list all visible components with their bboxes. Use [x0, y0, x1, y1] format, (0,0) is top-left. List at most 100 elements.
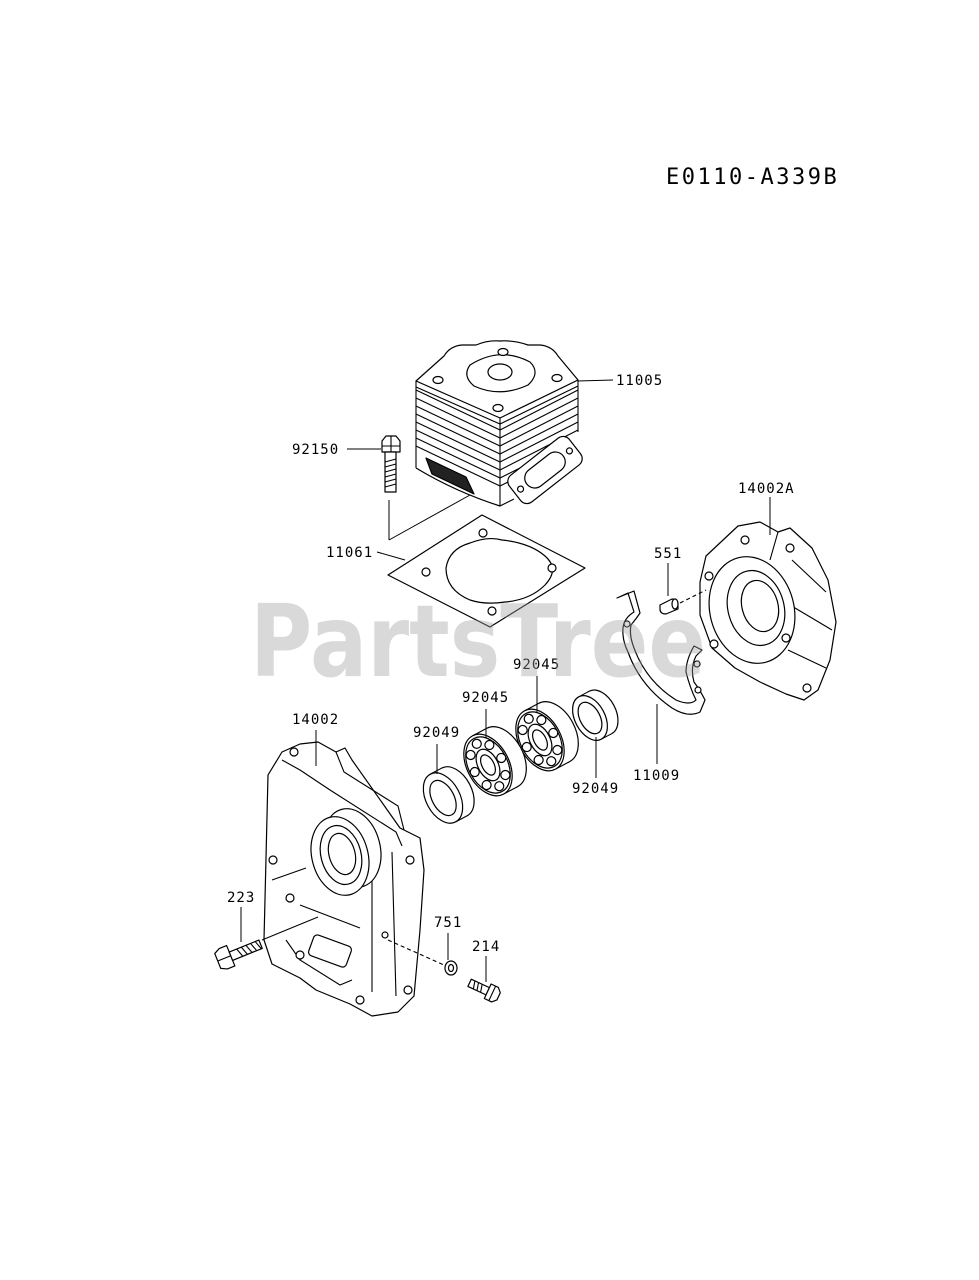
alignment-lines: [388, 494, 471, 541]
crankcase-bolt-hole: [802, 683, 812, 693]
crankcase-rib: [271, 867, 307, 881]
callout-label: 92045: [462, 690, 509, 706]
gasket-bolt-hole: [623, 620, 631, 628]
bolt-thread: [250, 943, 258, 951]
bearing-ball: [546, 756, 557, 767]
callout-label: 751: [434, 915, 462, 931]
crankcase-bolt-hole: [740, 535, 750, 545]
crankcase-gasket: [616, 590, 706, 715]
head-bolt-hole: [432, 375, 444, 385]
crankcase-bolt-hole: [295, 950, 305, 960]
crankcase-rib: [391, 851, 397, 997]
diagram-code: E0110-A339B: [666, 165, 839, 190]
bearing-ball: [471, 738, 482, 749]
callout-label: 92045: [513, 657, 560, 673]
crankcase-left: [263, 741, 425, 1017]
crankcase-bolt-hole: [355, 995, 365, 1005]
bearing-ball: [533, 754, 544, 766]
callout-label: 214: [472, 939, 500, 955]
bolt-thread: [384, 473, 397, 478]
crankcase-bolt-hole: [781, 633, 791, 643]
crankcase-gasket-outline: [616, 590, 706, 715]
crankcase-rib: [769, 531, 779, 561]
dowel-alignment-line: [679, 589, 707, 604]
bolt-thread: [384, 463, 397, 468]
crankcase-bolt-223: [214, 939, 263, 970]
bearing-bore: [532, 729, 548, 751]
callout-label: 92049: [413, 725, 460, 741]
bolt-head-line: [488, 985, 497, 1001]
crankcase-right: [699, 521, 837, 701]
crankcase-bolt-hole: [268, 855, 278, 865]
head-bolt-hole: [492, 403, 504, 413]
gasket-bolt-hole: [547, 563, 557, 573]
cylinder-base: [415, 467, 515, 507]
crankcase-bolt-hole: [403, 985, 413, 995]
ball-bearing-left: [463, 726, 527, 797]
crankcase-ledge: [281, 759, 403, 847]
gasket-bolt-hole: [478, 528, 488, 538]
crankcase-shaft-hole: [740, 579, 780, 633]
callout-label: 14002A: [738, 481, 795, 497]
crankcase-bolt-hole: [704, 571, 714, 581]
leader-lines: [240, 379, 771, 982]
crankcase-bolt-hole: [785, 543, 795, 553]
oil-seal-right: [572, 689, 619, 741]
callout-label: 14002: [292, 712, 339, 728]
bearing-ball: [552, 744, 563, 756]
bearing-ball: [465, 749, 476, 761]
head-bolt-hole: [551, 373, 563, 383]
cylinder-gasket: [387, 514, 586, 628]
callout-label: 223: [227, 890, 255, 906]
bearing-ball: [536, 714, 547, 726]
crankcase-bolt-hole: [405, 855, 415, 865]
leader-11005: [577, 379, 614, 382]
crankcase-rib: [787, 649, 827, 669]
exhaust-flange: [507, 435, 583, 505]
ball-bearing-right: [515, 701, 579, 772]
bearing-ball: [494, 781, 505, 792]
bearing-ball: [517, 724, 528, 736]
head-bolt-hole: [497, 347, 509, 357]
dowel-pin-end: [671, 598, 679, 610]
exhaust-bolt-hole: [516, 485, 525, 493]
crankcase-rib: [789, 604, 833, 631]
crankcase-rib: [299, 904, 361, 929]
gasket-bolt-hole: [487, 606, 497, 616]
watermark-logo: PartsTree: [250, 583, 706, 700]
bolt-thread: [384, 458, 397, 463]
bolt-thread: [476, 982, 480, 991]
bolt-thread: [384, 468, 397, 473]
exhaust-bolt-hole: [565, 447, 574, 455]
bolt-thread: [254, 941, 262, 950]
bolt-thread: [245, 944, 253, 953]
callout-label: 92150: [292, 442, 339, 458]
gasket-bolt-hole: [421, 567, 431, 577]
bearing-ball: [523, 713, 534, 724]
bolt-head-line: [217, 955, 231, 962]
cylinder-intake-opening: [425, 457, 475, 495]
crankcase-bolt-hole: [381, 931, 389, 939]
callout-label: 11061: [326, 545, 373, 561]
seal-lip: [577, 701, 603, 735]
bolt-thread: [384, 478, 397, 483]
bolt-shank: [228, 939, 263, 961]
bearing-bore: [480, 754, 496, 776]
crankcase-rib: [791, 559, 827, 593]
callout-label: 11005: [616, 373, 663, 389]
bolt-thread: [236, 948, 244, 957]
crankcase-rib: [285, 939, 353, 986]
washer-alignment-line: [387, 939, 445, 966]
callout-label: 11009: [633, 768, 680, 784]
crankcase-bolt-214: [467, 978, 501, 1003]
crankcase-ledge: [335, 751, 405, 831]
seal-lip: [429, 779, 457, 817]
alignment-line: [261, 916, 319, 941]
bolt-thread: [472, 980, 476, 990]
callout-label: 92049: [572, 781, 619, 797]
alignment-line: [388, 494, 471, 541]
spark-plug-hole: [487, 363, 513, 381]
washer: [387, 939, 458, 976]
bolt-thread: [240, 946, 248, 955]
